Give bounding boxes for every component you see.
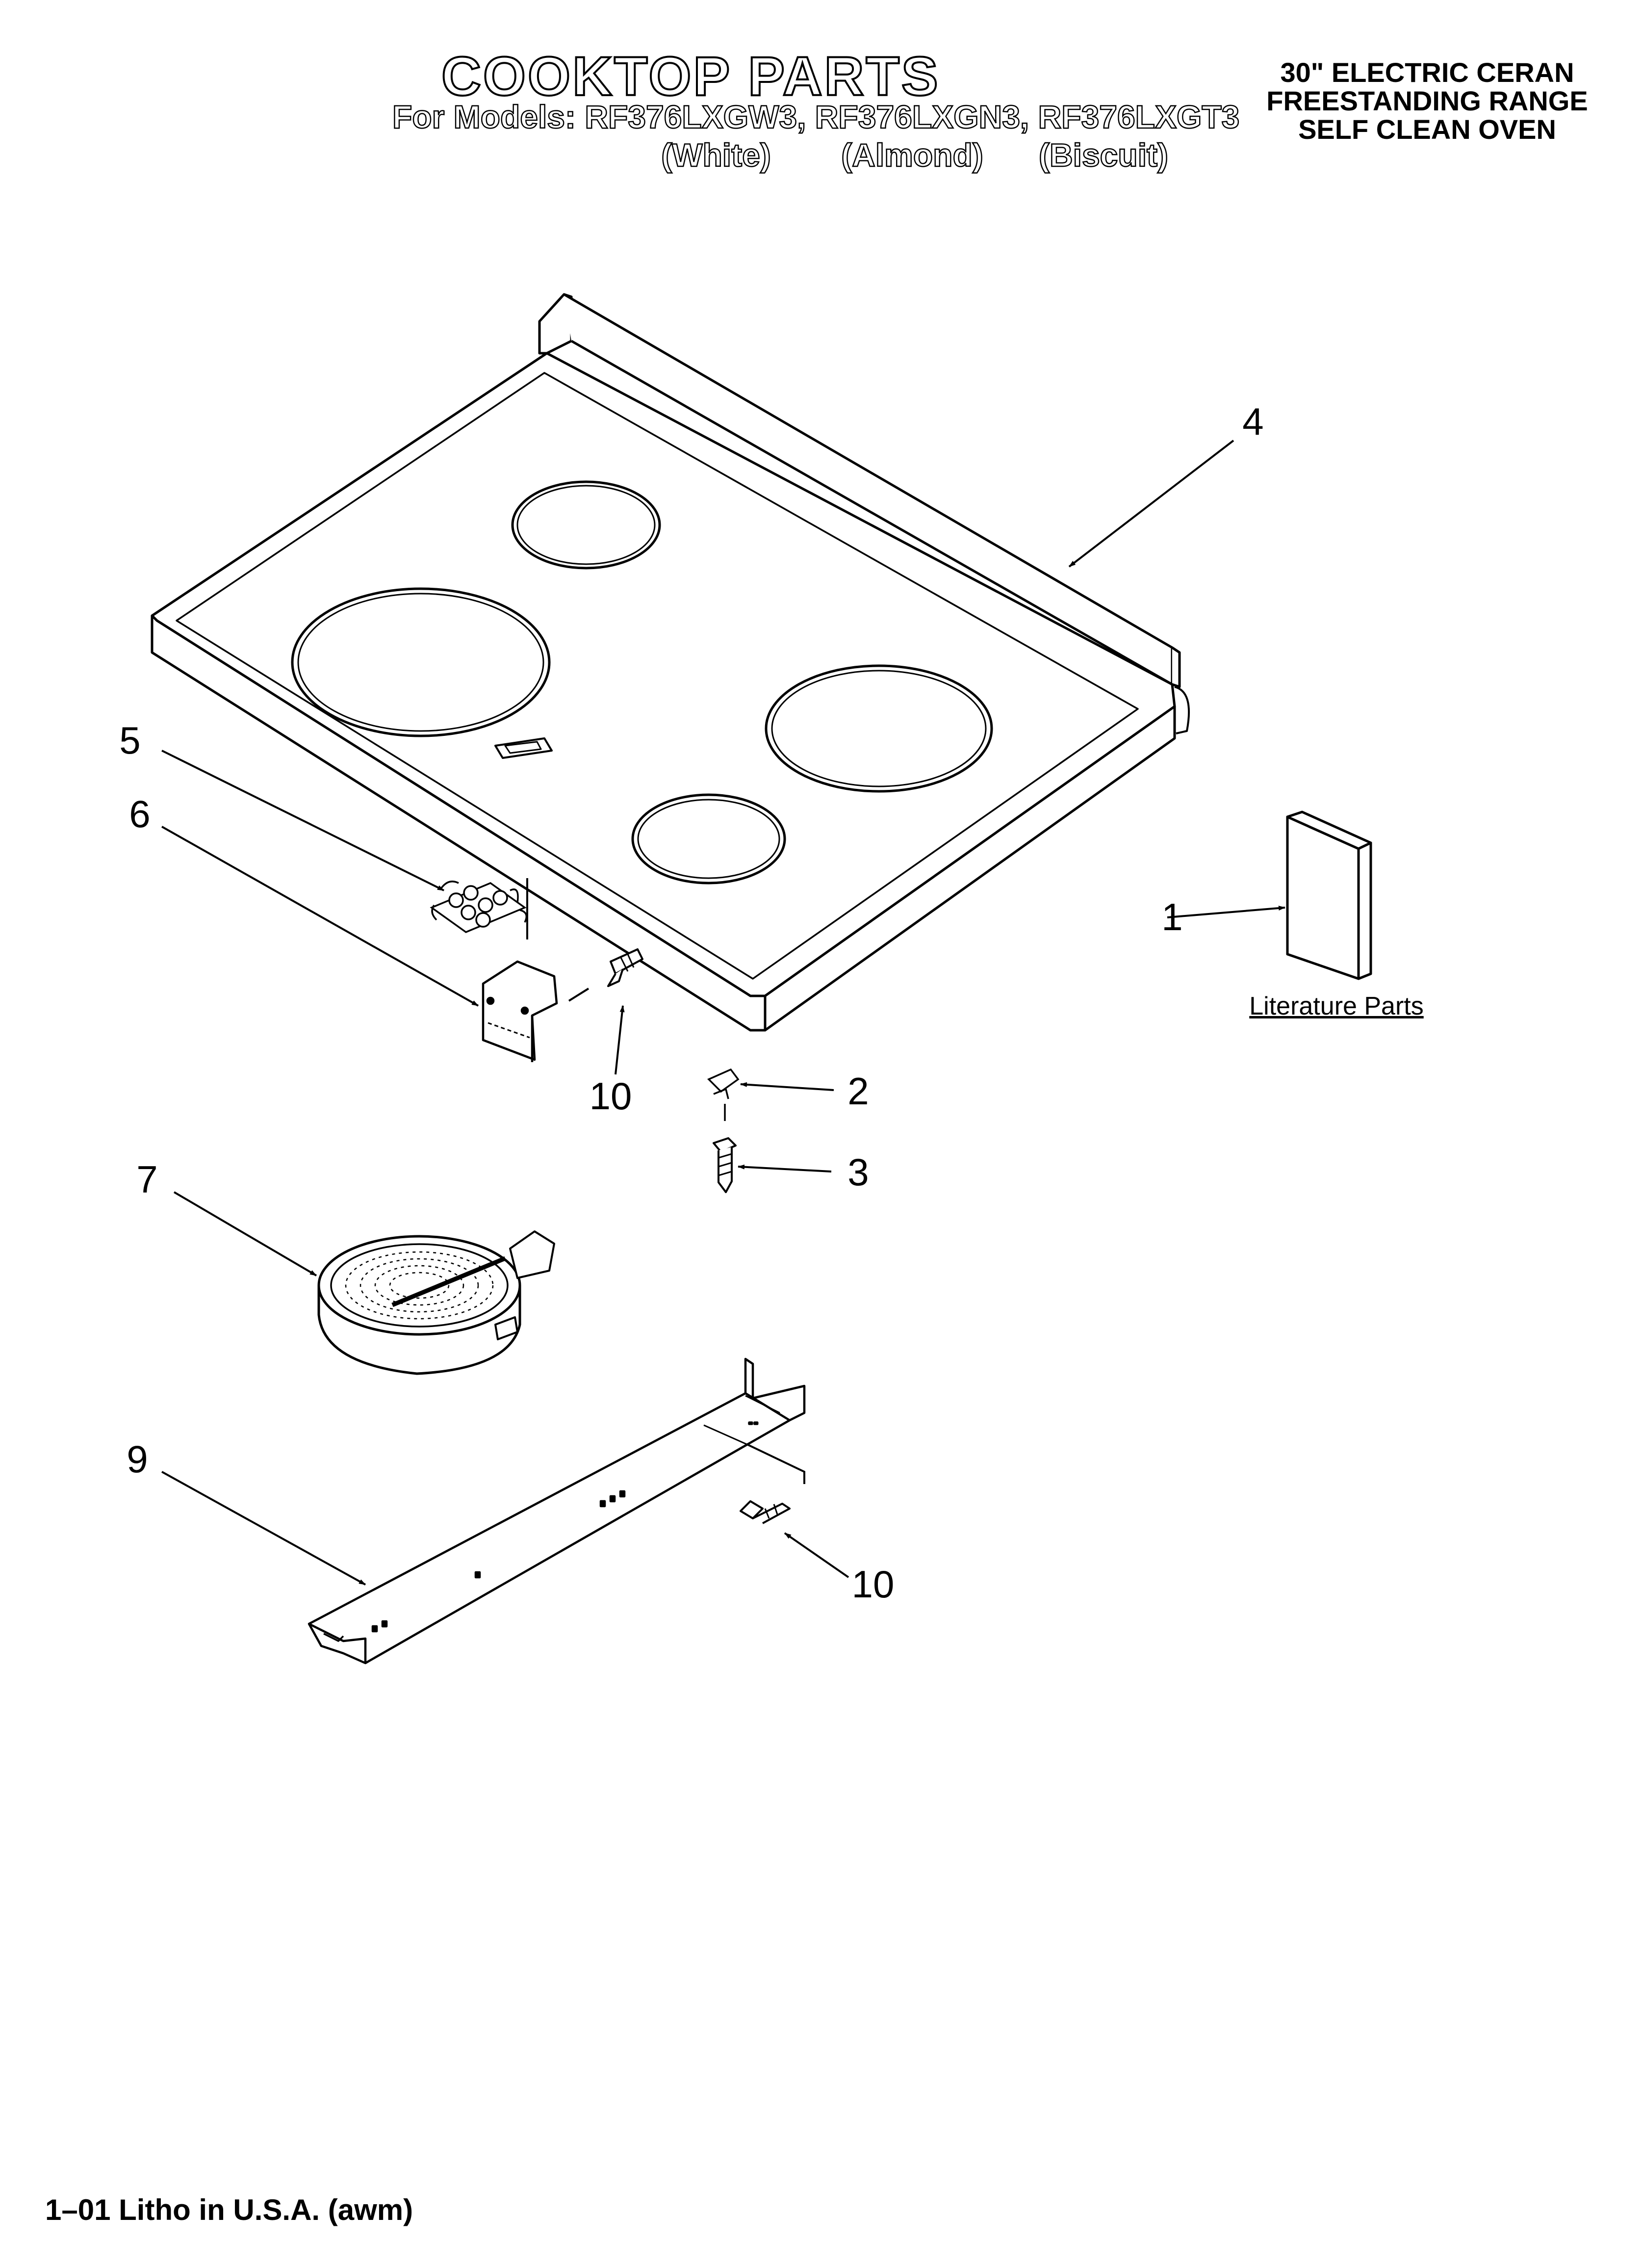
leader-lines xyxy=(161,440,1285,1586)
callout-6: 6 xyxy=(129,792,151,835)
callout-4: 4 xyxy=(1242,400,1264,443)
bracket-icon xyxy=(482,960,558,1062)
model-color-white: (White) xyxy=(661,137,771,173)
literature-booklet-icon xyxy=(1286,810,1372,980)
cooktop-glass-icon xyxy=(151,293,1190,1032)
svg-text:⁼⁼: ⁼⁼ xyxy=(748,1421,759,1431)
product-line-1: 30" ELECTRIC CERAN xyxy=(1280,57,1574,88)
callout-5: 5 xyxy=(119,719,141,762)
page-title: COOKTOP PARTS xyxy=(440,46,940,107)
screw-icon xyxy=(740,1500,791,1524)
print-footer: 1–01 Litho in U.S.A. (awm) xyxy=(45,2193,413,2226)
callout-9: 9 xyxy=(127,1437,148,1481)
support-bar-icon: ⁼⁼ xyxy=(308,1357,806,1665)
radiant-heating-element-icon xyxy=(317,1230,555,1375)
screw-icon xyxy=(713,1137,737,1193)
callout-10-upper: 10 xyxy=(589,1074,632,1118)
literature-parts-label: Literature Parts xyxy=(1249,992,1424,1020)
screw-icon xyxy=(607,948,643,987)
callout-2: 2 xyxy=(847,1069,869,1113)
callout-3: 3 xyxy=(847,1150,869,1194)
model-color-almond: (Almond) xyxy=(841,137,984,173)
callout-1: 1 xyxy=(1161,895,1183,938)
model-color-biscuit: (Biscuit) xyxy=(1038,137,1169,173)
clip-icon xyxy=(707,1068,740,1099)
product-line-3: SELF CLEAN OVEN xyxy=(1298,114,1556,145)
terminal-block-icon xyxy=(430,880,528,933)
callout-10-lower: 10 xyxy=(851,1563,895,1606)
model-numbers: For Models: RF376LXGW3, RF376LXGN3, RF37… xyxy=(392,99,1240,135)
product-line-2: FREESTANDING RANGE xyxy=(1266,85,1588,116)
callout-7: 7 xyxy=(136,1158,158,1201)
